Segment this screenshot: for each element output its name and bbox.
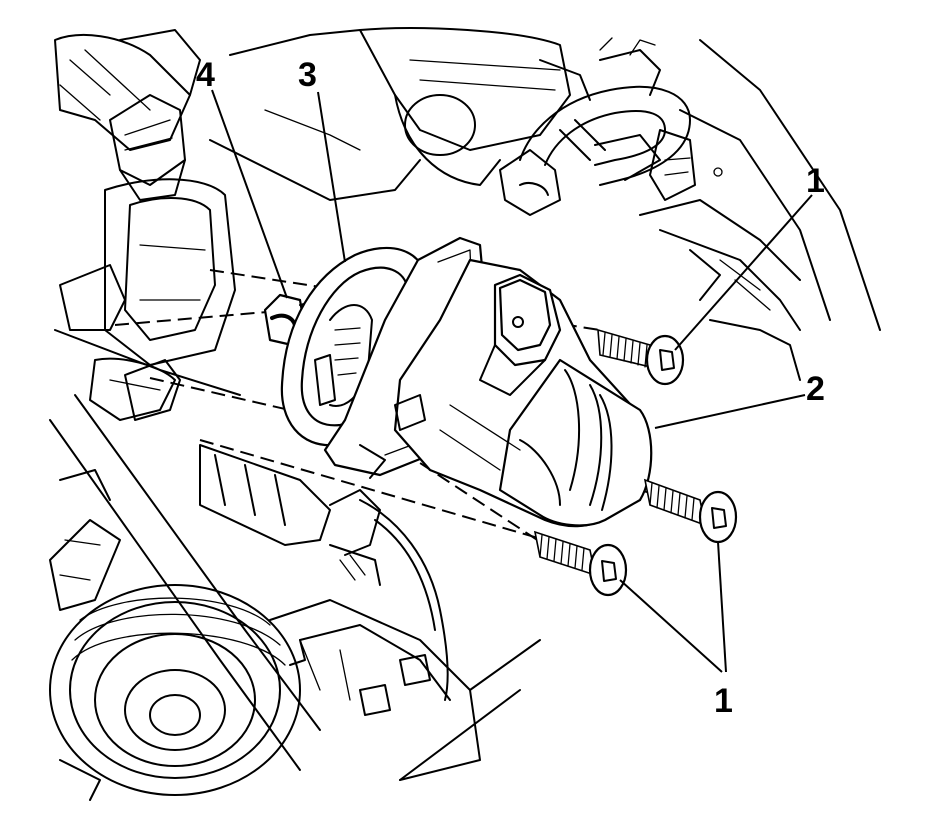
leader-2 bbox=[654, 394, 806, 429]
callout-leaders bbox=[211, 89, 813, 673]
part-1-bolt-top bbox=[597, 328, 685, 386]
callout-1-bottom: 1 bbox=[714, 682, 733, 720]
engine-background bbox=[49, 27, 881, 801]
leader-1-top bbox=[674, 194, 813, 351]
part-1-bolt-middle bbox=[643, 478, 738, 544]
callout-1-top: 1 bbox=[806, 162, 825, 200]
leader-3 bbox=[317, 91, 346, 263]
part-2-outlet-housing bbox=[323, 236, 653, 528]
leader-1-bottom-a bbox=[619, 579, 723, 673]
callout-labels: 1 2 3 4 1 bbox=[196, 56, 825, 720]
leader-4 bbox=[211, 89, 288, 299]
callout-4: 4 bbox=[196, 56, 215, 94]
callout-3: 3 bbox=[298, 56, 317, 94]
part-1-bolt-bottom bbox=[533, 530, 628, 597]
leader-1-bottom-b bbox=[717, 541, 727, 673]
callout-2: 2 bbox=[806, 370, 825, 408]
